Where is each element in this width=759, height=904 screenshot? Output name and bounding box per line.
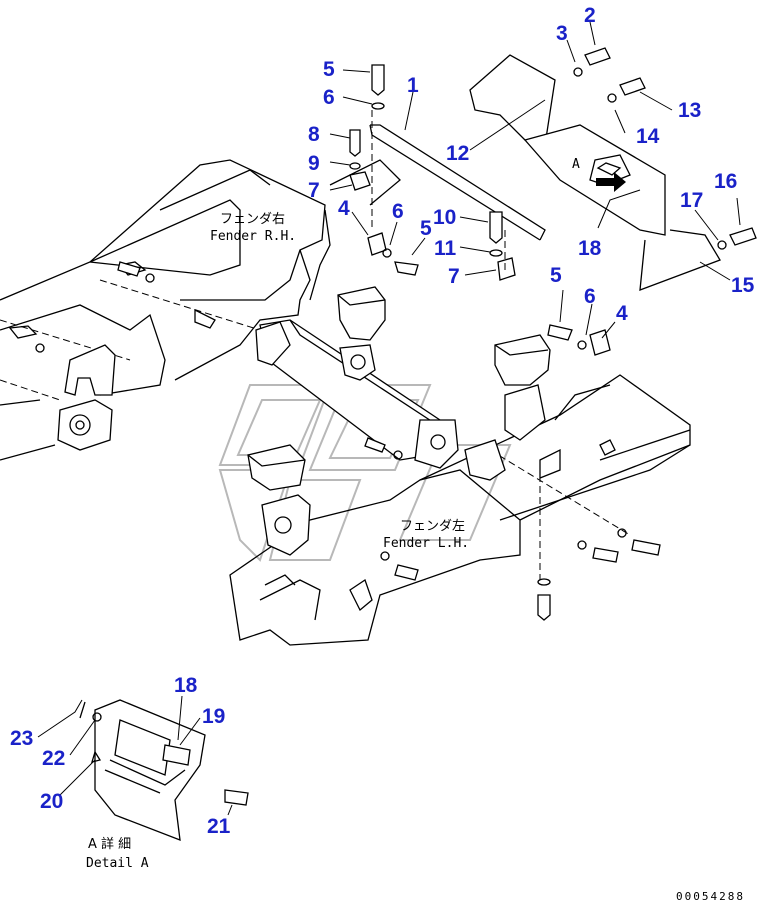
fender-rh-label-en: Fender R.H. <box>210 229 296 244</box>
left-mount-assembly <box>0 344 116 461</box>
part-number[interactable]: 19 <box>202 705 225 728</box>
part-number[interactable]: 15 <box>731 274 755 297</box>
cross-tube <box>255 319 459 469</box>
part-number[interactable]: 7 <box>448 265 460 288</box>
fasteners <box>117 47 757 621</box>
part-number[interactable]: 16 <box>714 170 737 193</box>
detail-a-label-jp: A 詳 細 <box>88 836 131 852</box>
part-number[interactable]: 11 <box>434 237 457 260</box>
part-number[interactable]: 6 <box>392 200 404 223</box>
part-number[interactable]: 2 <box>584 4 596 27</box>
part-number[interactable]: 6 <box>584 285 596 308</box>
part-number[interactable]: 21 <box>207 815 231 838</box>
part-number[interactable]: 17 <box>680 189 703 212</box>
drawing-number: 00054288 <box>676 890 745 903</box>
fender-lh <box>229 374 691 646</box>
fender-lh-label-jp: フェンダ左 <box>400 519 465 534</box>
detail-a-caption: A 詳 細 Detail A <box>86 836 149 871</box>
part-number[interactable]: 6 <box>323 86 335 109</box>
part-number[interactable]: 7 <box>308 179 320 202</box>
fender-labels: フェンダ右 Fender R.H. フェンダ左 Fender L.H. <box>210 212 469 551</box>
part-number[interactable]: 5 <box>420 217 432 240</box>
part-number[interactable]: 23 <box>10 727 33 750</box>
part-number[interactable]: 1 <box>407 74 419 97</box>
part-number[interactable]: 10 <box>433 206 456 229</box>
fender-rh-label-jp: フェンダ右 <box>220 212 285 227</box>
part-number[interactable]: 3 <box>556 22 568 45</box>
part-number[interactable]: 14 <box>636 125 660 148</box>
upper-bracket-assembly <box>329 54 721 356</box>
view-arrow-a: A <box>572 157 626 192</box>
part-number[interactable]: 8 <box>308 123 320 146</box>
leader-lines <box>37 21 741 816</box>
center-mounts <box>247 286 551 556</box>
fender-lh-label-en: Fender L.H. <box>383 536 469 551</box>
part-number[interactable]: 12 <box>446 142 469 165</box>
part-number[interactable]: 5 <box>550 264 562 287</box>
detail-a-label-en: Detail A <box>86 856 149 871</box>
part-number[interactable]: 4 <box>338 197 350 220</box>
part-number[interactable]: 20 <box>40 790 63 813</box>
part-number[interactable]: 9 <box>308 152 320 175</box>
part-number[interactable]: 4 <box>616 302 628 325</box>
part-number[interactable]: 13 <box>678 99 701 122</box>
svg-text:A: A <box>572 157 580 172</box>
part-number[interactable]: 18 <box>578 237 602 260</box>
part-number[interactable]: 5 <box>323 58 335 81</box>
part-number[interactable]: 22 <box>42 747 65 770</box>
detail-a-drawing <box>79 699 249 841</box>
part-number[interactable]: 18 <box>174 674 198 697</box>
part-number-callouts: 2 3 13 5 1 6 14 8 12 9 7 16 17 4 6 10 5 … <box>10 4 755 838</box>
